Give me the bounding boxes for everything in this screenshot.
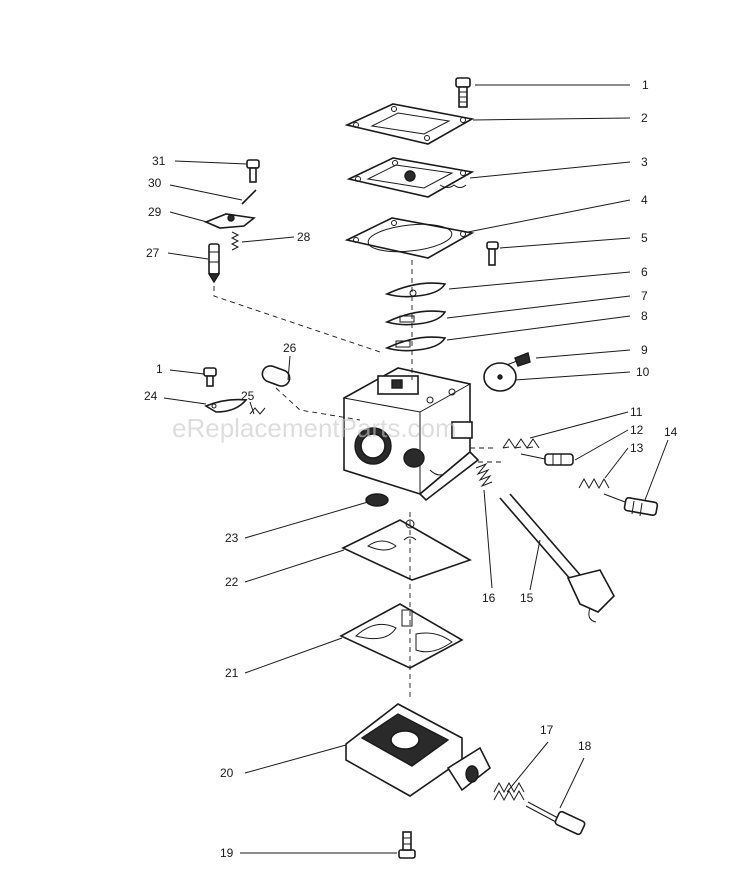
part-20-cover (345, 703, 492, 797)
callout-25: 25 (241, 389, 255, 403)
callout-23: 23 (225, 531, 239, 545)
watermark: eReplacementParts.com (172, 413, 457, 443)
part-1b-screw (203, 367, 217, 387)
callout-6: 6 (641, 265, 648, 279)
callout-1: 1 (642, 78, 649, 92)
callout-29: 29 (148, 205, 162, 219)
callout-18: 18 (578, 739, 592, 753)
callout-15: 15 (520, 591, 534, 605)
callout-14: 14 (664, 425, 678, 439)
callout-10: 10 (636, 365, 650, 379)
part-22-diaphragm (341, 519, 472, 581)
callout-12: 12 (630, 423, 644, 437)
callout-28: 28 (297, 230, 311, 244)
callout-24: 24 (144, 389, 158, 403)
callout-17: 17 (540, 723, 554, 737)
part-3-diaphragm (346, 157, 475, 198)
callout-9: 9 (641, 343, 648, 357)
callout-8: 8 (641, 309, 648, 323)
callout-20: 20 (220, 766, 234, 780)
callout-1b: 1 (156, 362, 163, 376)
callout-16: 16 (482, 591, 496, 605)
part-17-spring (493, 781, 525, 802)
part-18-needle (525, 801, 586, 836)
part-13-spring (578, 477, 610, 490)
part-6-lever (384, 282, 447, 298)
callout-31: 31 (152, 154, 166, 168)
part-10-disc (483, 362, 517, 392)
callout-7: 7 (641, 289, 648, 303)
part-29-lever (203, 213, 256, 229)
callout-11: 11 (630, 405, 643, 419)
part-19-screw (398, 831, 416, 859)
part-4-gasket (344, 217, 475, 259)
callout-30: 30 (148, 176, 162, 190)
part-24-plate (204, 398, 248, 413)
callout-13: 13 (630, 441, 644, 455)
callout-26: 26 (283, 341, 297, 355)
part-30-pin (241, 189, 257, 205)
callout-4: 4 (641, 193, 648, 207)
part-27-needle (207, 243, 221, 284)
part-26-pump (261, 365, 291, 387)
part-5-screw (486, 241, 499, 266)
callout-2: 2 (641, 111, 648, 125)
part-15-shaft (499, 493, 615, 623)
callout-22: 22 (225, 575, 239, 589)
alignment-lines (213, 260, 502, 700)
part-12-needle (520, 453, 574, 466)
callout-21: 21 (225, 666, 239, 680)
part-16-spring (475, 462, 493, 488)
part-2-cover (344, 103, 475, 145)
callout-27: 27 (146, 246, 160, 260)
part-14-needle (603, 493, 659, 517)
callout-19: 19 (220, 846, 234, 860)
part-7-lever (384, 310, 447, 326)
part-31-screw (246, 159, 260, 183)
callout-labels: 1 2 3 4 5 6 7 8 9 10 11 12 13 14 15 16 1… (144, 78, 678, 860)
part-21-gasket (339, 603, 464, 669)
part-23-screen (365, 493, 389, 507)
part-28-spring (230, 231, 240, 251)
part-11-spring (502, 438, 540, 449)
part-1-screw (455, 77, 471, 108)
part-8-lever (384, 336, 447, 352)
carburetor-body (342, 367, 480, 502)
callout-3: 3 (641, 155, 648, 169)
leader-lines (163, 84, 669, 854)
callout-5: 5 (641, 231, 648, 245)
